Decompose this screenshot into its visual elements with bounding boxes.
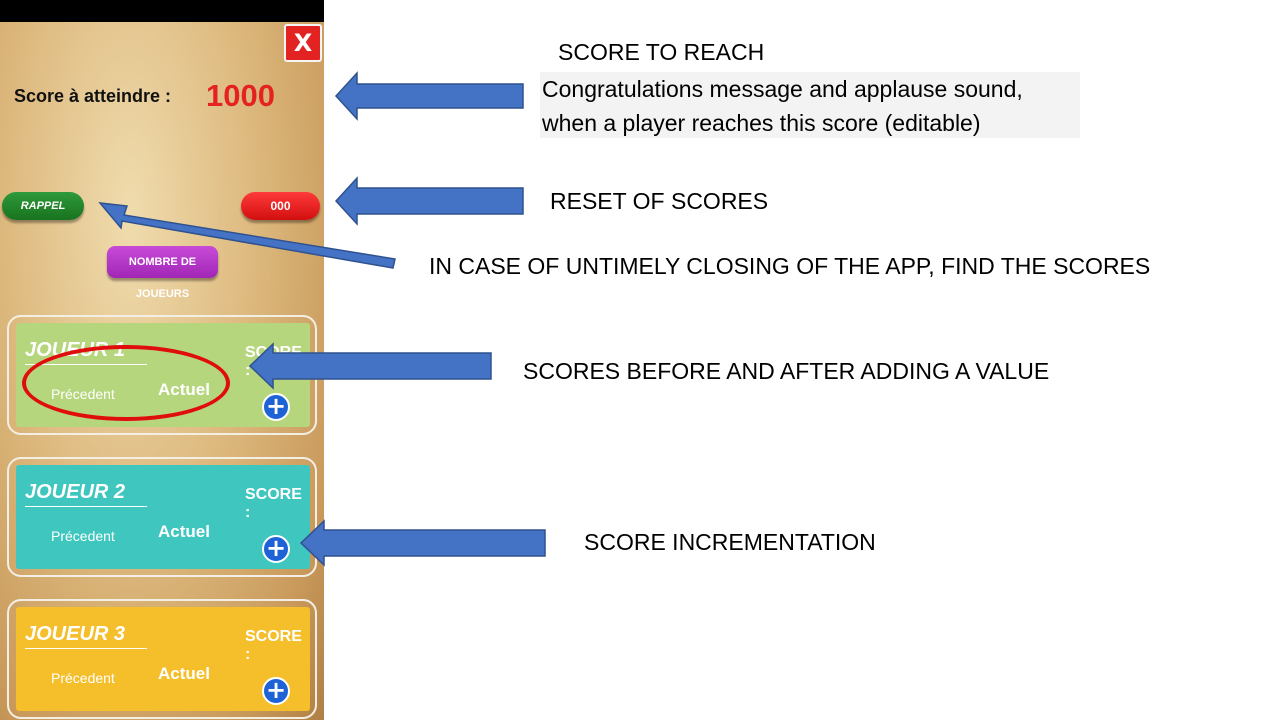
current-score-label: Actuel: [158, 664, 210, 683]
player-card-panel: JOUEUR 3 SCORE : Précedent Actuel +: [16, 607, 310, 711]
score-label: SCORE :: [245, 628, 302, 663]
add-score-button[interactable]: +: [262, 393, 290, 421]
annotation-untimely-closing: IN CASE OF UNTIMELY CLOSING OF THE APP, …: [429, 253, 1151, 279]
arrow-scores-before-after: [248, 342, 492, 390]
arrow-score-increment: [299, 519, 546, 567]
highlight-ellipse: [22, 345, 230, 421]
previous-score-label: Précedent: [51, 528, 115, 544]
current-score-label: Actuel: [158, 522, 210, 541]
add-score-button[interactable]: +: [262, 677, 290, 705]
reset-scores-button[interactable]: 000: [241, 192, 320, 220]
annotation-desc-line-1: Congratulations message and applause sou…: [542, 76, 1023, 102]
player-name: JOUEUR 2: [25, 481, 126, 503]
name-underline: [25, 648, 147, 649]
player-card-2: JOUEUR 2 SCORE : Précedent Actuel +: [7, 457, 317, 577]
annotation-reset-scores: RESET OF SCORES: [550, 188, 769, 214]
number-of-players-button[interactable]: NOMBRE DE JOUEURS: [107, 246, 218, 300]
close-button[interactable]: X: [284, 24, 322, 62]
arrow-rappel: [98, 202, 396, 269]
score-target-input[interactable]: 1000: [206, 78, 275, 113]
annotation-desc-line-2: when a player reaches this score (editab…: [542, 110, 981, 136]
annotation-score-increment: SCORE INCREMENTATION: [584, 529, 876, 555]
player-card-3: JOUEUR 3 SCORE : Précedent Actuel +: [7, 599, 317, 719]
annotation-score-to-reach-desc: Congratulations message and applause sou…: [540, 72, 1080, 138]
player-name: JOUEUR 3: [25, 623, 126, 645]
arrow-reset-scores: [334, 176, 524, 226]
rappel-button[interactable]: RAPPEL: [2, 192, 84, 220]
annotation-before-after: SCORES BEFORE AND AFTER ADDING A VALUE: [523, 358, 1050, 384]
add-score-button[interactable]: +: [262, 535, 290, 563]
player-card-panel: JOUEUR 2 SCORE : Précedent Actuel +: [16, 465, 310, 569]
previous-score-label: Précedent: [51, 670, 115, 686]
annotation-score-to-reach-title: SCORE TO REACH: [558, 39, 765, 65]
score-label: SCORE :: [245, 486, 302, 521]
status-bar: [0, 0, 324, 22]
arrow-score-target: [334, 71, 524, 121]
name-underline: [25, 506, 147, 507]
score-target-label: Score à atteindre :: [14, 86, 172, 106]
